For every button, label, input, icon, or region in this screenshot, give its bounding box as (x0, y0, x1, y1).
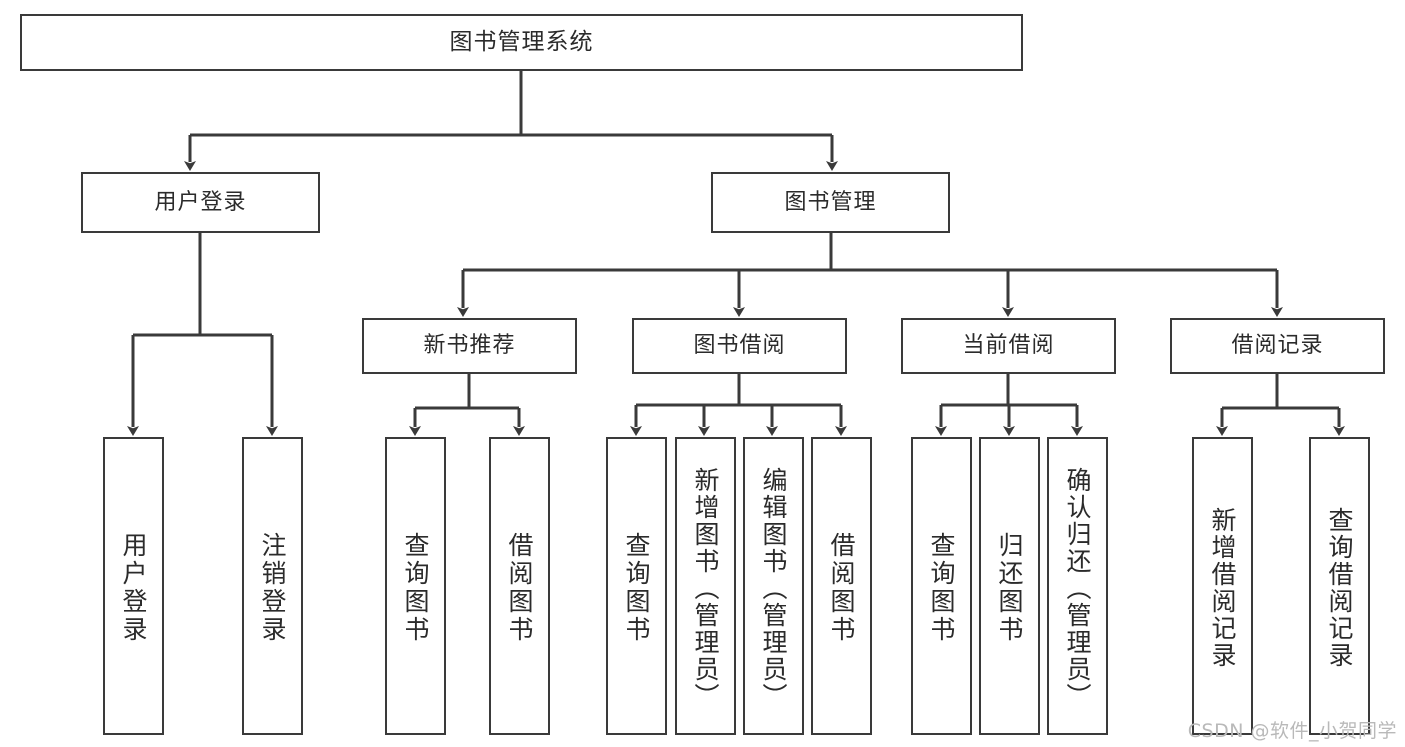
node-leaf-user-login-label: 用户登录 (119, 532, 148, 644)
node-leaf-add-book[interactable]: 新增图书（管理员） (675, 437, 736, 735)
node-leaf-query-record-label: 查询借阅记录 (1325, 507, 1354, 669)
node-borrow-record[interactable]: 借阅记录 (1170, 318, 1385, 374)
node-root[interactable]: 图书管理系统 (20, 14, 1023, 71)
node-leaf-query-book-3[interactable]: 查询图书 (911, 437, 972, 735)
node-leaf-query-book-2-label: 查询图书 (622, 532, 651, 644)
node-current-borrow[interactable]: 当前借阅 (901, 318, 1116, 374)
node-leaf-borrow-book-2[interactable]: 借阅图书 (811, 437, 872, 735)
node-borrow-record-label: 借阅记录 (1231, 333, 1324, 359)
node-leaf-borrow-book-2-label: 借阅图书 (827, 532, 856, 644)
node-leaf-logout-login[interactable]: 注销登录 (242, 437, 303, 735)
node-leaf-add-book-label: 新增图书（管理员） (691, 466, 720, 710)
node-current-borrow-label: 当前借阅 (962, 333, 1055, 359)
node-leaf-borrow-book-1[interactable]: 借阅图书 (489, 437, 550, 735)
node-leaf-return-book-label: 归还图书 (995, 532, 1024, 644)
node-new-book-rec[interactable]: 新书推荐 (362, 318, 577, 374)
node-user-login[interactable]: 用户登录 (81, 172, 320, 233)
node-leaf-query-book-3-label: 查询图书 (927, 532, 956, 644)
node-leaf-confirm-return[interactable]: 确认归还（管理员） (1047, 437, 1108, 735)
node-user-login-label: 用户登录 (154, 189, 247, 215)
node-book-borrow[interactable]: 图书借阅 (632, 318, 847, 374)
node-root-label: 图书管理系统 (449, 28, 594, 55)
node-leaf-query-book-1[interactable]: 查询图书 (385, 437, 446, 735)
node-book-borrow-label: 图书借阅 (693, 333, 786, 359)
watermark-text: CSDN @软件_小贺同学 (1187, 720, 1397, 742)
node-leaf-edit-book[interactable]: 编辑图书（管理员） (743, 437, 804, 735)
node-leaf-add-record-label: 新增借阅记录 (1208, 507, 1237, 669)
node-leaf-user-login[interactable]: 用户登录 (103, 437, 164, 735)
node-leaf-query-record[interactable]: 查询借阅记录 (1309, 437, 1370, 735)
node-leaf-return-book[interactable]: 归还图书 (979, 437, 1040, 735)
node-new-book-rec-label: 新书推荐 (423, 333, 516, 359)
node-leaf-edit-book-label: 编辑图书（管理员） (759, 466, 788, 710)
node-leaf-confirm-return-label: 确认归还（管理员） (1063, 466, 1092, 710)
node-leaf-borrow-book-1-label: 借阅图书 (505, 532, 534, 644)
node-leaf-query-book-2[interactable]: 查询图书 (606, 437, 667, 735)
node-book-manage[interactable]: 图书管理 (711, 172, 950, 233)
node-leaf-add-record[interactable]: 新增借阅记录 (1192, 437, 1253, 735)
node-leaf-query-book-1-label: 查询图书 (401, 532, 430, 644)
node-book-manage-label: 图书管理 (784, 189, 877, 215)
node-leaf-logout-login-label: 注销登录 (258, 532, 287, 644)
